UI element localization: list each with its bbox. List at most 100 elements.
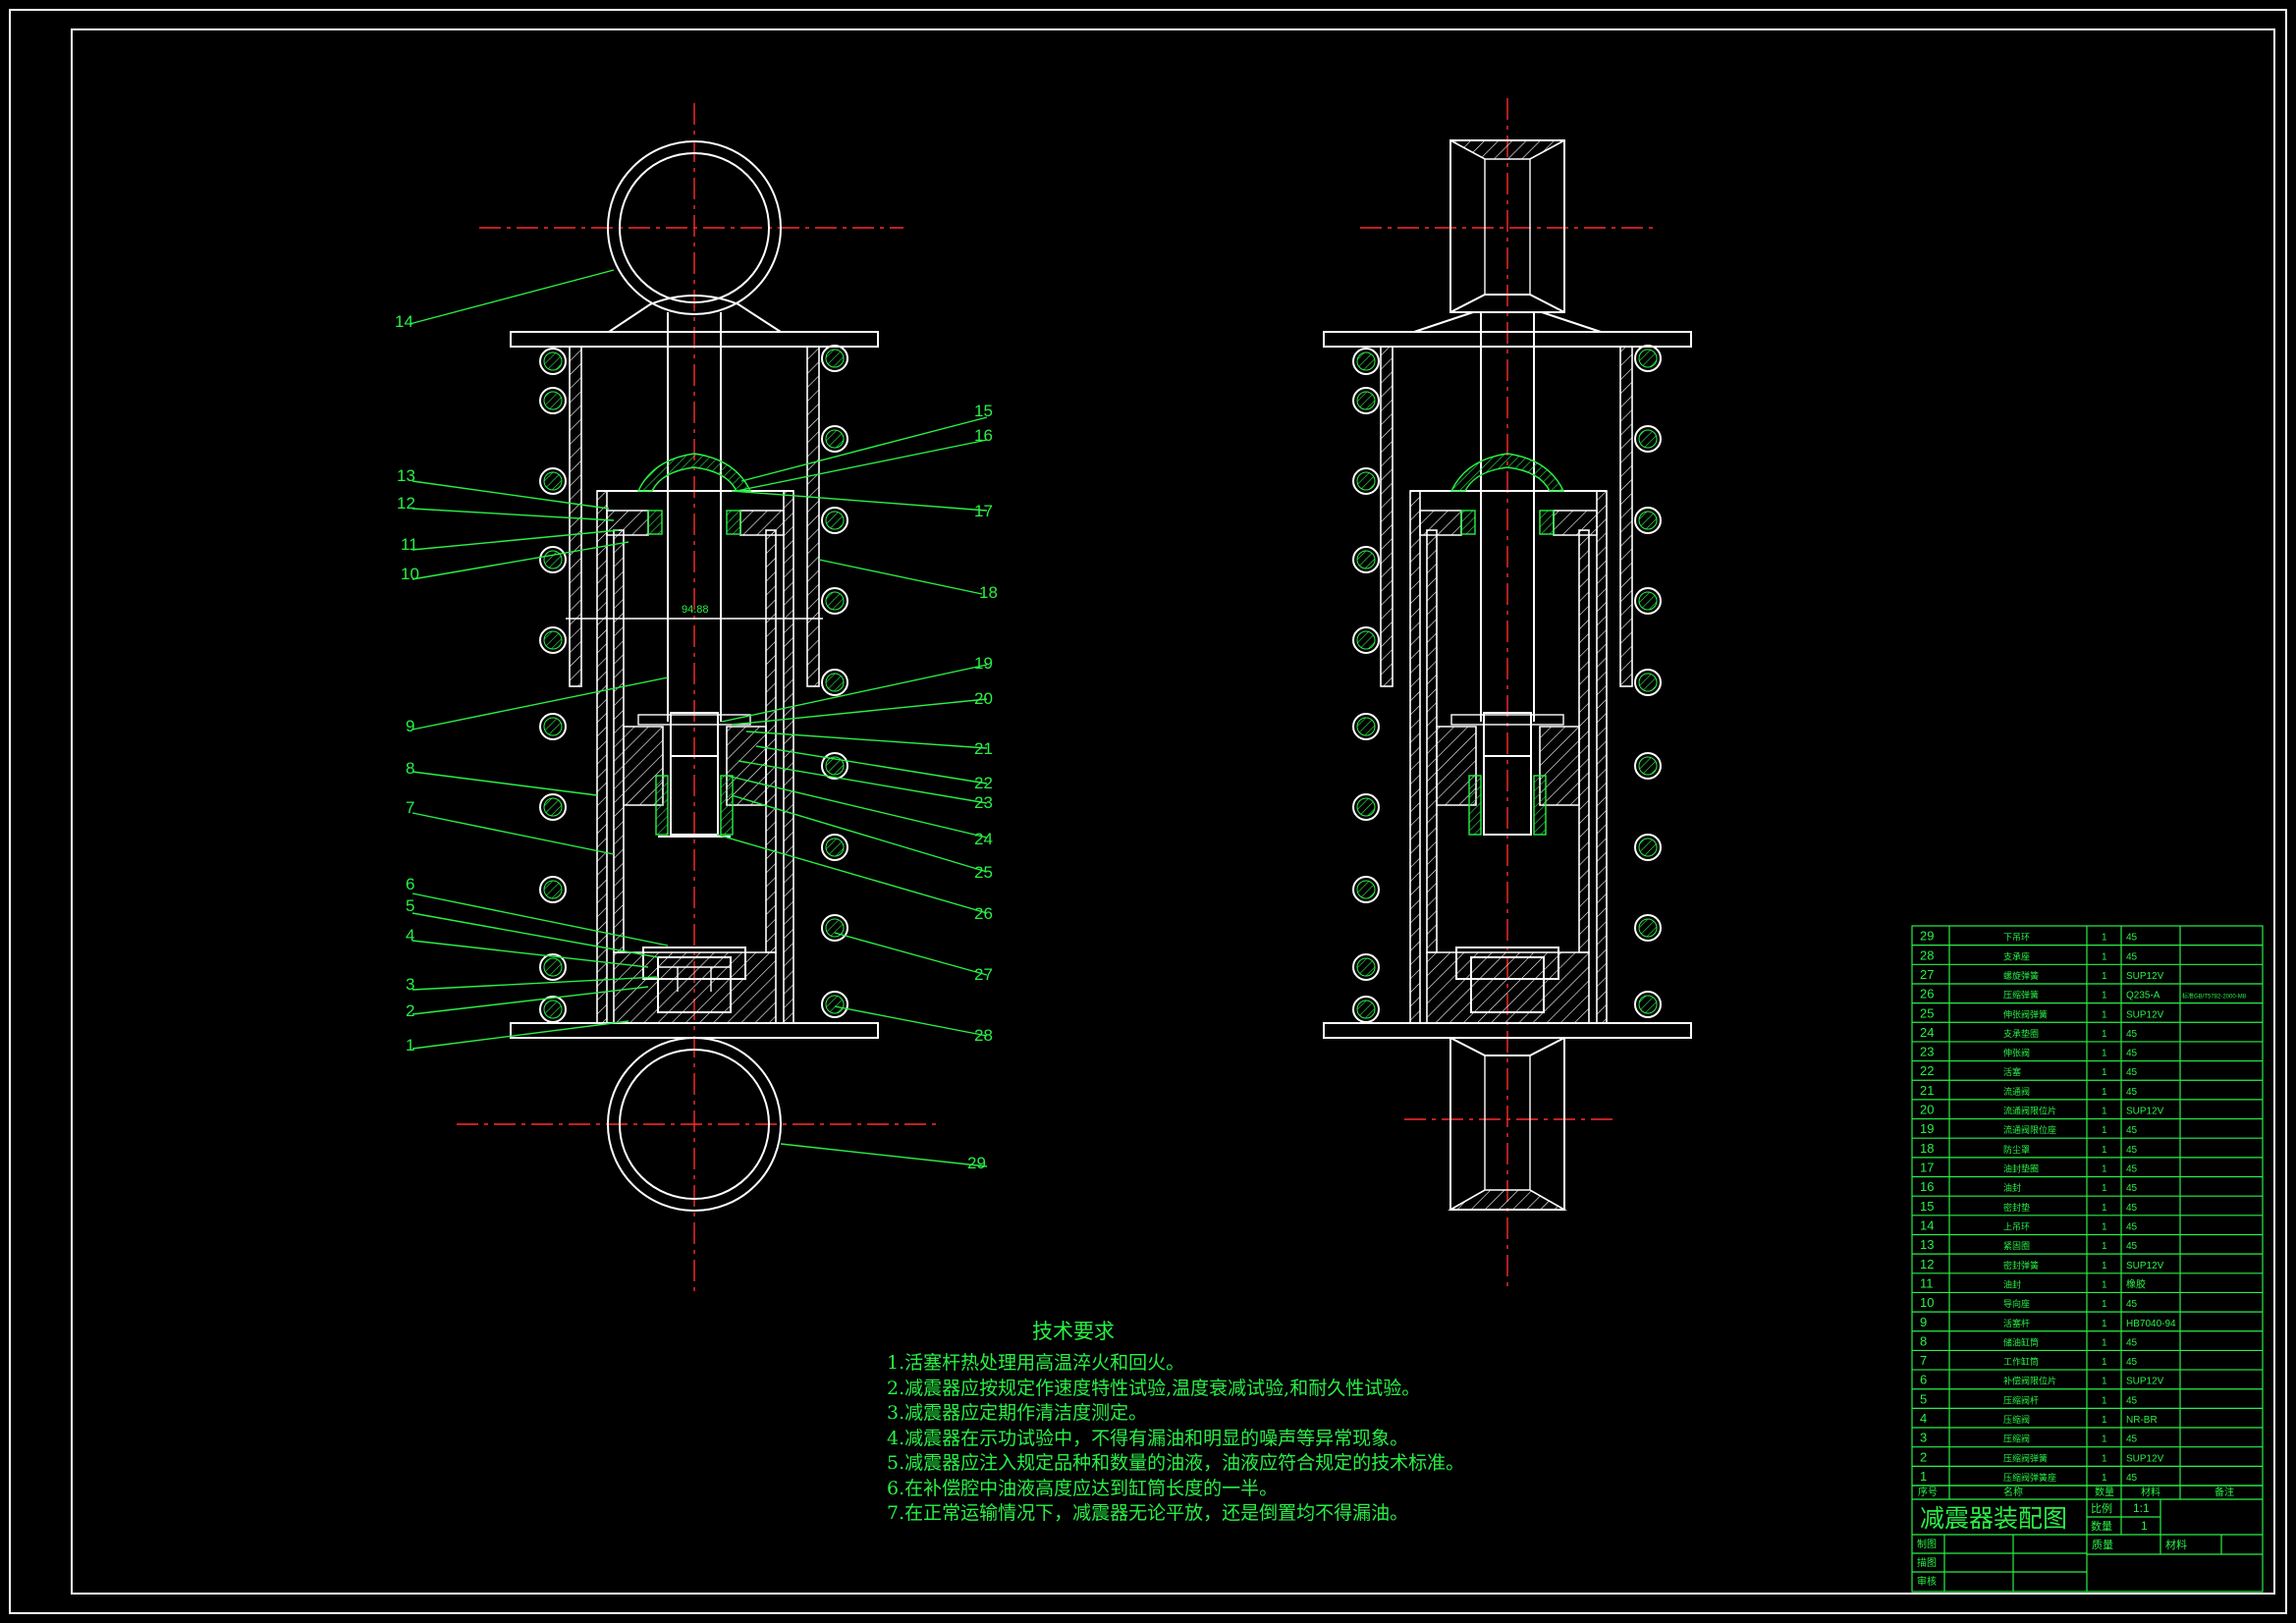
guide-seat-left [606,510,649,536]
tech-requirement-2: 2.减震器应按规定作速度特性试验,温度衰减试验,和耐久性试验。 [887,1377,1421,1399]
part-label-18: 18 [979,583,998,602]
left-coil-left-6 [539,713,567,740]
bom-cell-qty: 1 [2102,1473,2107,1484]
bom-cell-no: 19 [1920,1121,1934,1136]
leader-7 [411,812,615,855]
left-coil-right-1 [821,345,848,372]
weight-label: 质量 [2092,1539,2113,1551]
right-coil-left-5 [1352,626,1380,654]
leader-5 [411,912,659,958]
right-limit-plate [1450,714,1564,726]
leader-28 [834,1005,988,1037]
right-seal-right [1539,510,1555,535]
bom-cell-note: 标准GB/T5782-2000-M8 [2182,993,2247,1001]
bom-cell-material: 45 [2126,1357,2138,1368]
part-label-4: 4 [406,926,414,945]
bom-cell-name: 压缩阀 [2003,1414,2030,1425]
bom-cell-name: 流通阀限位片 [2003,1106,2056,1116]
bom-cell-no: 26 [1920,987,1934,1001]
top-lug-chamfer [1449,139,1565,160]
right-coil-left-10 [1352,996,1380,1023]
left-coil-left-4 [539,546,567,573]
right-coil-right-1 [1634,345,1662,372]
bom-cell-material: 45 [2126,1337,2138,1348]
bom-cell-name: 下吊环 [2003,933,2030,943]
right-spring-right [1533,775,1547,836]
bom-cell-qty: 1 [2102,1049,2107,1059]
leader-13 [411,480,610,510]
bom-cell-name: 伸张阀弹簧 [2003,1008,2048,1019]
bom-cell-material: 45 [2126,1203,2138,1214]
bottom-lug-top [1449,1037,1565,1056]
oil-seal [636,453,752,492]
bom-cell-no: 16 [1920,1179,1934,1194]
bom-cell-no: 2 [1920,1449,1927,1464]
drawing-title: 减震器装配图 [1920,1505,2067,1533]
material-label: 材料 [2165,1538,2187,1551]
part-label-19: 19 [974,654,993,673]
left-coil-left-8 [539,876,567,903]
bom-cell-name: 密封垫 [2003,1202,2030,1213]
part-label-9: 9 [406,717,414,735]
coil-spring-left-view [539,345,848,1023]
bom-cell-no: 27 [1920,967,1934,982]
bom-header-note: 备注 [2214,1486,2234,1498]
bom-cell-material: SUP12V [2126,1107,2164,1117]
dust-cover-right-wall [806,346,820,687]
part-label-25: 25 [974,863,993,882]
tech-requirement-1: 1.活塞杆热处理用高温淬火和回火。 [887,1352,1185,1374]
right-coil-left-4 [1352,546,1380,573]
bom-cell-no: 4 [1920,1411,1927,1426]
bom-cell-material: HB7040-94 [2126,1319,2176,1329]
leader-14 [409,269,615,325]
leader-21 [745,730,988,749]
leader-4 [411,940,649,968]
leader-15 [740,416,988,482]
seal-left [647,510,663,535]
right-base-valve [1426,951,1590,1024]
right-neck [1413,311,1602,333]
right-coil-right-8 [1634,914,1662,942]
left-coil-left-10 [539,996,567,1023]
bom-cell-qty: 1 [2102,1009,2107,1020]
bom-cell-material: 45 [2126,1087,2138,1098]
right-coil-right-7 [1634,834,1662,861]
part-label-14: 14 [395,312,413,331]
part-label-8: 8 [406,759,414,778]
leader-2 [411,986,649,1015]
bom-cell-qty: 1 [2102,1203,2107,1214]
bom-cell-no: 11 [1920,1275,1934,1290]
part-label-5: 5 [406,896,414,915]
part-number-labels: 14 13 12 11 10 9 8 7 6 5 4 3 2 1 15 16 1… [395,312,998,1172]
right-spring-left [1468,775,1482,836]
left-coil-right-3 [821,507,848,534]
part-label-20: 20 [974,689,993,708]
bom-cell-no: 14 [1920,1217,1934,1232]
leader-10 [411,541,629,580]
valve-limit-plate [637,714,751,726]
bom-cell-material: 45 [2126,1049,2138,1059]
right-piston-valve [1483,755,1532,836]
bom-cell-qty: 1 [2102,1434,2107,1445]
top-eye-outer [607,140,782,315]
working-cylinder-left [613,529,625,953]
bom-cell-qty: 1 [2102,1107,2107,1117]
part-label-13: 13 [397,466,415,485]
bom-cell-material: 45 [2126,1395,2138,1406]
leader-24 [726,775,988,839]
left-coil-right-5 [821,669,848,696]
right-reservoir-left [1409,490,1421,1024]
right-coil-right-3 [1634,507,1662,534]
